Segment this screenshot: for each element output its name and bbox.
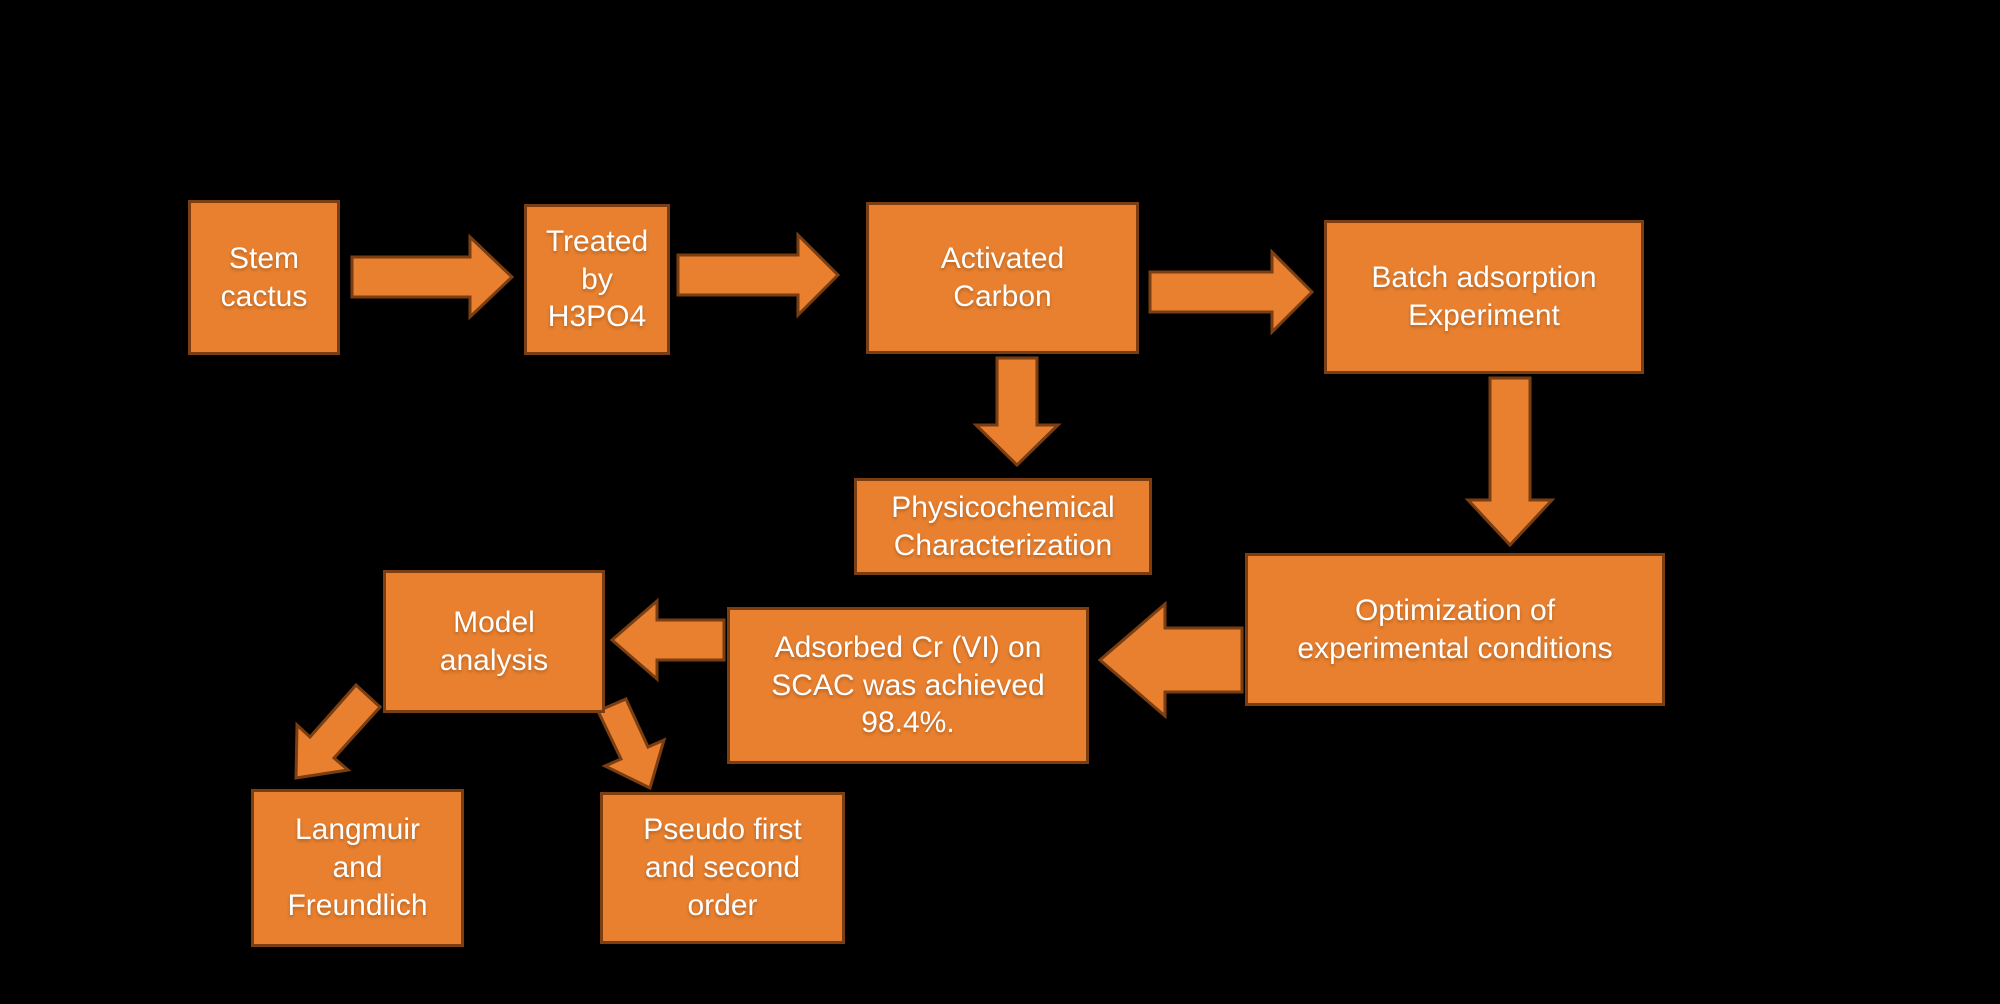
arrow-activated-to-physico-icon — [972, 356, 1062, 468]
arrow-optimization-to-adsorbed-icon — [1097, 600, 1244, 720]
node-langmuir-and-freundlich-label: Langmuir and Freundlich — [287, 813, 428, 922]
node-model-analysis: Model analysis — [383, 570, 605, 713]
node-batch-adsorption-experiment: Batch adsorption Experiment — [1324, 220, 1644, 374]
node-activated-carbon-label: Activated Carbon — [940, 242, 1065, 313]
node-physicochemical-characterization-label: Physicochemical Characterization — [891, 490, 1115, 562]
node-optimization-of-experimental-conditions: Optimization of experimental conditions — [1245, 553, 1665, 706]
node-adsorbed-cr-vi-result: Adsorbed Cr (VI) on SCAC was achieved 98… — [727, 607, 1089, 764]
node-stem-cactus-label: Stem cactus — [220, 241, 308, 313]
arrow-model-to-pseudo-icon — [595, 697, 667, 791]
arrow-activated-to-batch-icon — [1148, 248, 1315, 336]
node-pseudo-first-and-second-order: Pseudo first and second order — [600, 792, 845, 944]
arrow-model-to-langmuir-icon — [294, 682, 383, 780]
node-optimization-label: Optimization of experimental conditions — [1297, 593, 1613, 665]
node-pseudo-first-and-second-order-label: Pseudo first and second order — [643, 813, 802, 922]
node-treated-by-h3po4: Treated by H3PO4 — [524, 204, 670, 355]
arrow-stem-to-treated-icon — [350, 233, 515, 321]
arrow-adsorbed-to-model-icon — [609, 597, 726, 683]
node-langmuir-and-freundlich: Langmuir and Freundlich — [251, 789, 464, 947]
arrow-treated-to-activated-icon — [676, 231, 841, 319]
node-treated-by-h3po4-label: Treated by H3PO4 — [545, 224, 649, 334]
node-activated-carbon: Activated Carbon — [866, 202, 1139, 354]
arrow-batch-to-optimization-icon — [1464, 376, 1556, 548]
node-batch-adsorption-experiment-label: Batch adsorption Experiment — [1371, 261, 1597, 332]
node-stem-cactus: Stem cactus — [188, 200, 340, 355]
node-physicochemical-characterization: Physicochemical Characterization — [854, 478, 1152, 575]
node-model-analysis-label: Model analysis — [439, 605, 549, 677]
node-adsorbed-cr-vi-result-label: Adsorbed Cr (VI) on SCAC was achieved 98… — [771, 630, 1045, 740]
